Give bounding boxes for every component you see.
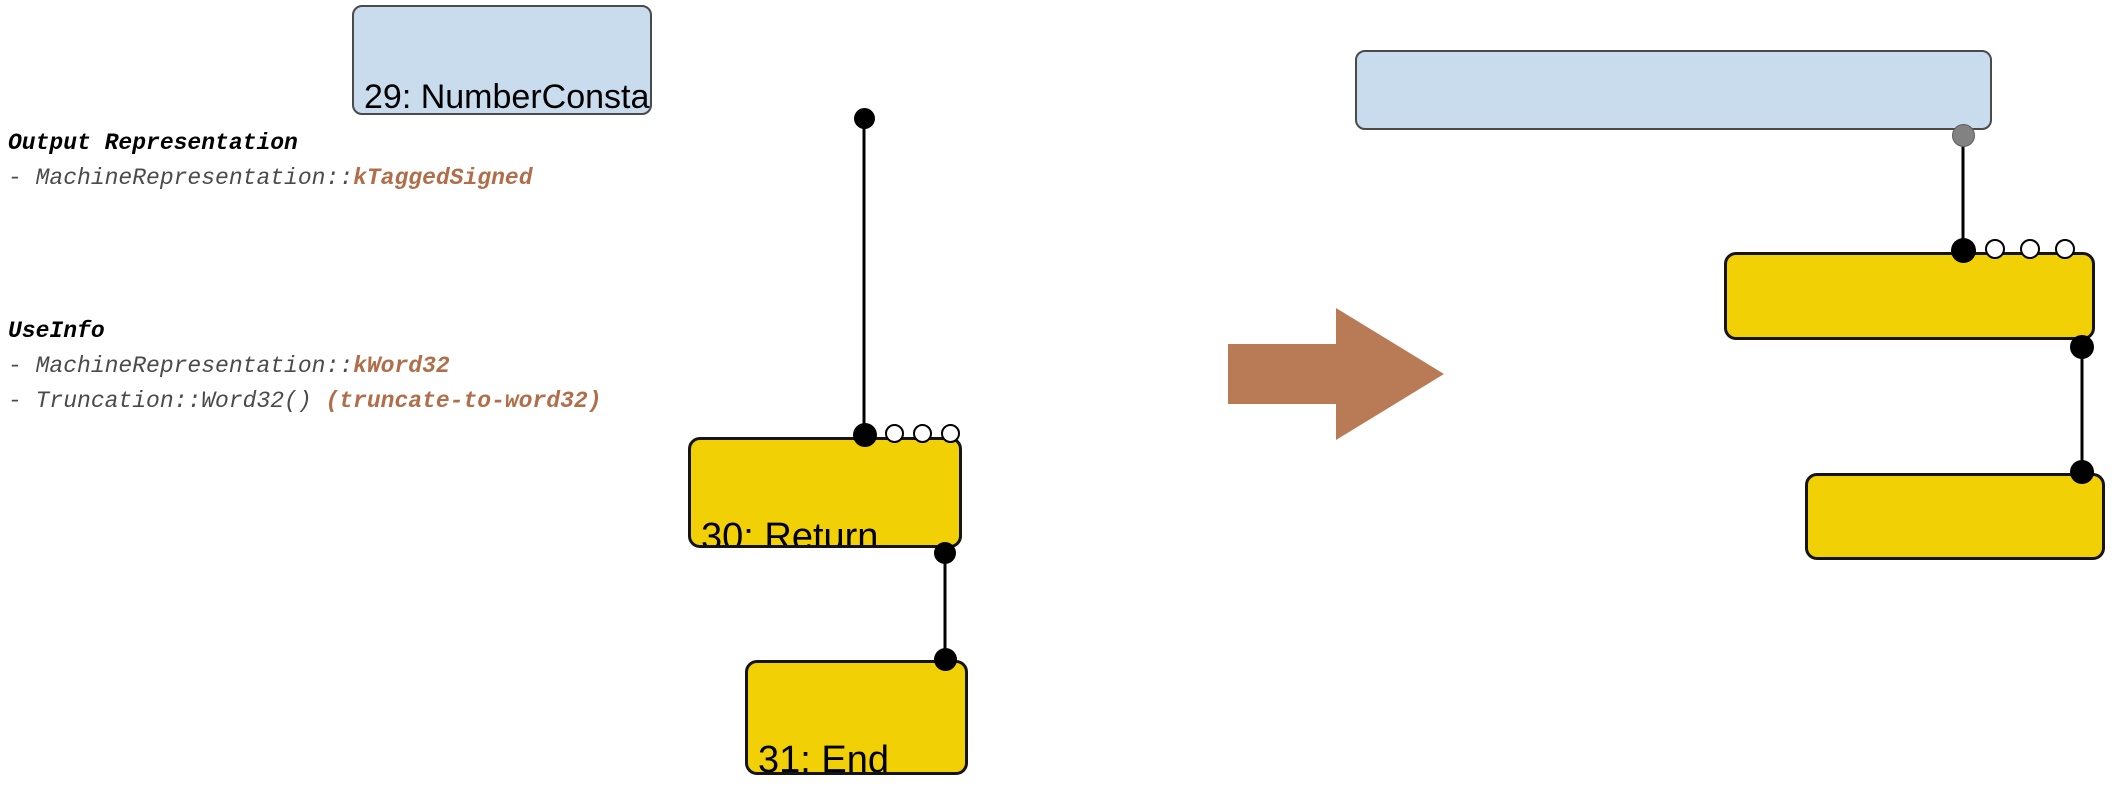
node-30-port-2-after[interactable]	[1985, 239, 2005, 259]
node-30-port-4-before[interactable]	[941, 424, 960, 443]
node-30-input-port-before[interactable]	[853, 423, 877, 447]
transform-arrow	[1228, 308, 1444, 440]
node-29-number-constant[interactable]: 29: NumberConstant[0] Range(0, 0)	[352, 5, 652, 115]
node-31-input-port-after[interactable]	[2070, 460, 2094, 484]
useinfo-rep-prefix: - MachineRepresentation::	[8, 353, 354, 379]
useinfo-line-2: - Truncation::Word32() (truncate-to-word…	[8, 388, 602, 414]
node-30-output-port-before[interactable]	[934, 542, 956, 564]
node-41-output-port[interactable]	[1952, 124, 1975, 147]
node-30-input-port-after[interactable]	[1951, 238, 1976, 263]
node-30-port-3-after[interactable]	[2020, 239, 2040, 259]
output-rep-value: kTaggedSigned	[353, 165, 533, 191]
node-31-end-before[interactable]: 31: End	[745, 660, 968, 775]
node-30-label-before: 30: Return	[701, 515, 879, 548]
useinfo-rep-value: kWord32	[353, 353, 450, 379]
node-30-output-port-after[interactable]	[2070, 335, 2094, 359]
node-30-return-after[interactable]: 30: Return	[1724, 252, 2095, 340]
node-30-port-2-before[interactable]	[885, 424, 904, 443]
node-30-port-4-after[interactable]	[2055, 239, 2075, 259]
useinfo-heading: UseInfo	[8, 318, 105, 344]
node-31-input-port-before[interactable]	[934, 648, 957, 671]
node-30-port-3-before[interactable]	[913, 424, 932, 443]
node-30-return-before[interactable]: 30: Return	[688, 437, 962, 548]
node-31-end-after[interactable]: 31: End	[1805, 473, 2105, 560]
node-31-label-before: 31: End	[758, 738, 889, 775]
useinfo-trunc-prefix: - Truncation::Word32()	[8, 388, 326, 414]
useinfo-trunc-value: (truncate-to-word32)	[325, 388, 602, 414]
node-29-line1: 29: NumberConstant[0]	[364, 78, 650, 115]
output-rep-prefix: - MachineRepresentation::	[8, 165, 354, 191]
node-29-output-port[interactable]	[854, 108, 875, 129]
output-representation-line: - MachineRepresentation::kTaggedSigned	[8, 165, 533, 191]
output-representation-heading: Output Representation	[8, 130, 298, 156]
node-41-int32-constant[interactable]: 41: Int32Constant[0]	[1355, 50, 1992, 130]
useinfo-line-1: - MachineRepresentation::kWord32	[8, 353, 450, 379]
